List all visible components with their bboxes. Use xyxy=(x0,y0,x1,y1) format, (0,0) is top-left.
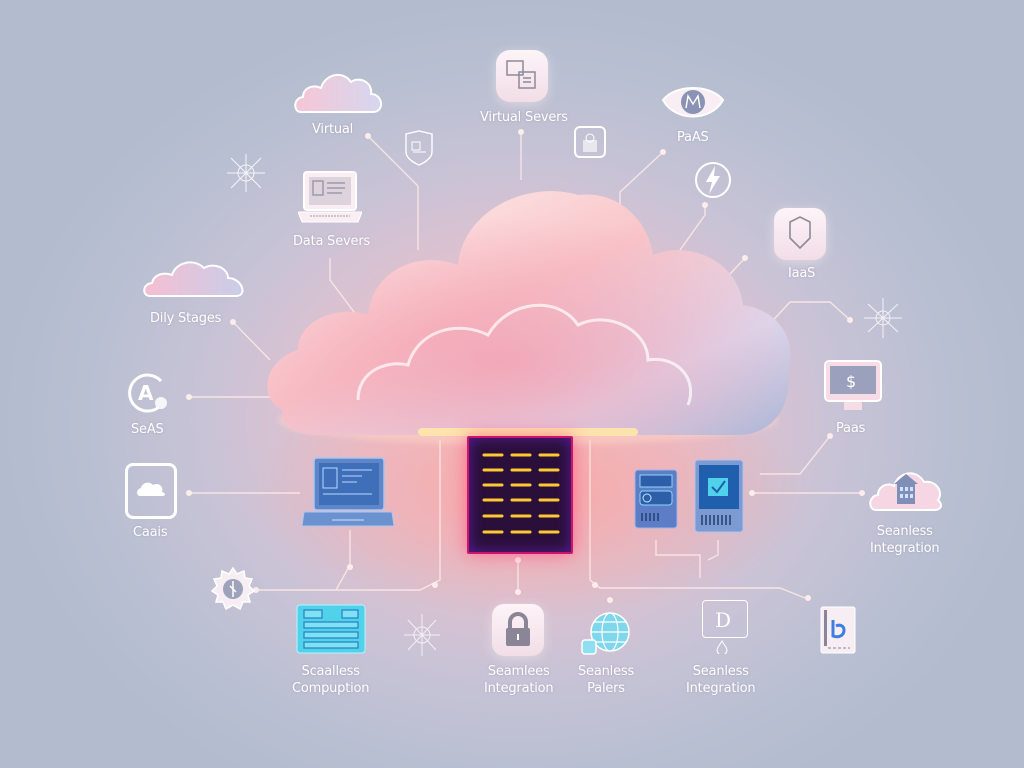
label-saas: SeAS xyxy=(131,422,164,437)
label-seamless-integration-right: Seanless Integration xyxy=(870,524,940,556)
label-paas-top: PaAS xyxy=(677,130,709,145)
virtual-servers-tile[interactable] xyxy=(496,50,548,102)
label-seamless-integration-lock: Seamlees Integration xyxy=(484,664,554,696)
document-servers-icon xyxy=(506,60,536,89)
m-eye-icon[interactable] xyxy=(660,82,726,126)
lightning-icon[interactable] xyxy=(693,160,733,200)
label-data-servers: Data Severs xyxy=(293,234,371,249)
laptop-icon xyxy=(298,171,362,223)
d-document-icon[interactable]: D xyxy=(702,600,748,638)
network-node-icon-bottom xyxy=(404,614,440,656)
drop-icon xyxy=(716,640,728,654)
cloud-building-icon[interactable] xyxy=(868,458,944,514)
a-refresh-icon[interactable]: A xyxy=(121,369,173,417)
monitor-dollar-icon[interactable]: $ xyxy=(824,360,882,412)
iaas-shield-tile[interactable] xyxy=(774,208,826,260)
label-virtual-servers: Virtual Severs xyxy=(480,110,568,125)
label-paas-right: Paas xyxy=(836,421,866,436)
virtual-cloud-icon xyxy=(294,73,382,113)
gear-icon[interactable] xyxy=(210,566,256,612)
cyan-panel-icon[interactable] xyxy=(296,604,366,654)
lock-tile[interactable] xyxy=(492,604,544,656)
clipboard-icon xyxy=(574,126,606,158)
server-device-icon[interactable] xyxy=(634,469,678,529)
shield-document-icon xyxy=(405,130,433,166)
lock-icon xyxy=(506,612,530,646)
label-virtual: Virtual xyxy=(312,122,354,137)
label-seamless-integration-d: Seanless Integration xyxy=(686,664,756,696)
label-daily-stages: Dily Stages xyxy=(150,311,222,326)
svg-text:$: $ xyxy=(846,372,856,391)
b-device-icon[interactable] xyxy=(820,606,856,654)
label-seamless-papers: Seanless Palers xyxy=(578,664,635,696)
network-node-icon xyxy=(227,154,265,192)
network-node-icon-right xyxy=(864,298,902,338)
shield-icon xyxy=(789,216,811,250)
svg-text:D: D xyxy=(715,608,731,632)
server-rack-icon[interactable] xyxy=(467,436,573,554)
svg-text:A: A xyxy=(138,381,154,405)
label-caas: Caais xyxy=(133,525,168,540)
cloud-upload-document-icon[interactable] xyxy=(125,463,177,519)
label-iaas: IaaS xyxy=(788,266,816,281)
label-scalable-computing: Scaalless Compuption xyxy=(292,664,370,696)
main-cloud-icon xyxy=(267,191,791,445)
globe-lock-icon[interactable] xyxy=(580,610,632,658)
laptop-blue-icon[interactable] xyxy=(302,456,394,530)
tablet-check-icon[interactable] xyxy=(694,459,744,533)
daily-stages-cloud-icon xyxy=(143,261,244,297)
